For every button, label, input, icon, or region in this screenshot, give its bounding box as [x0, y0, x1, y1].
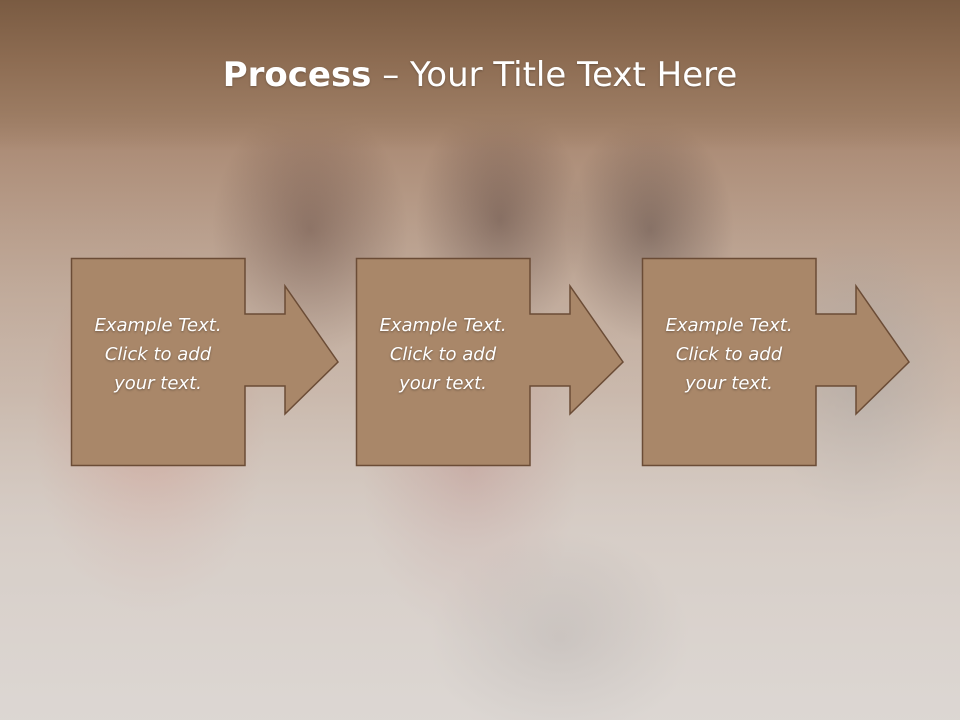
step-1-text: Example Text. Click to add your text.	[94, 314, 222, 394]
step-3-text: Example Text. Click to add your text.	[665, 314, 793, 394]
step-2-text: Example Text. Click to add your text.	[379, 314, 507, 394]
step-1-shape	[70, 257, 339, 467]
process-step-3[interactable]: Example Text. Click to add your text.	[641, 257, 910, 467]
title-bold-part: Process	[222, 55, 372, 95]
title-band	[0, 0, 960, 150]
slide-title[interactable]: Process – Your Title Text Here	[0, 52, 960, 98]
process-step-1[interactable]: Example Text. Click to add your text.	[70, 257, 339, 467]
title-rest-part: – Your Title Text Here	[371, 55, 738, 95]
step-3-shape	[641, 257, 910, 467]
step-2-shape	[355, 257, 624, 467]
process-step-2[interactable]: Example Text. Click to add your text.	[355, 257, 624, 467]
